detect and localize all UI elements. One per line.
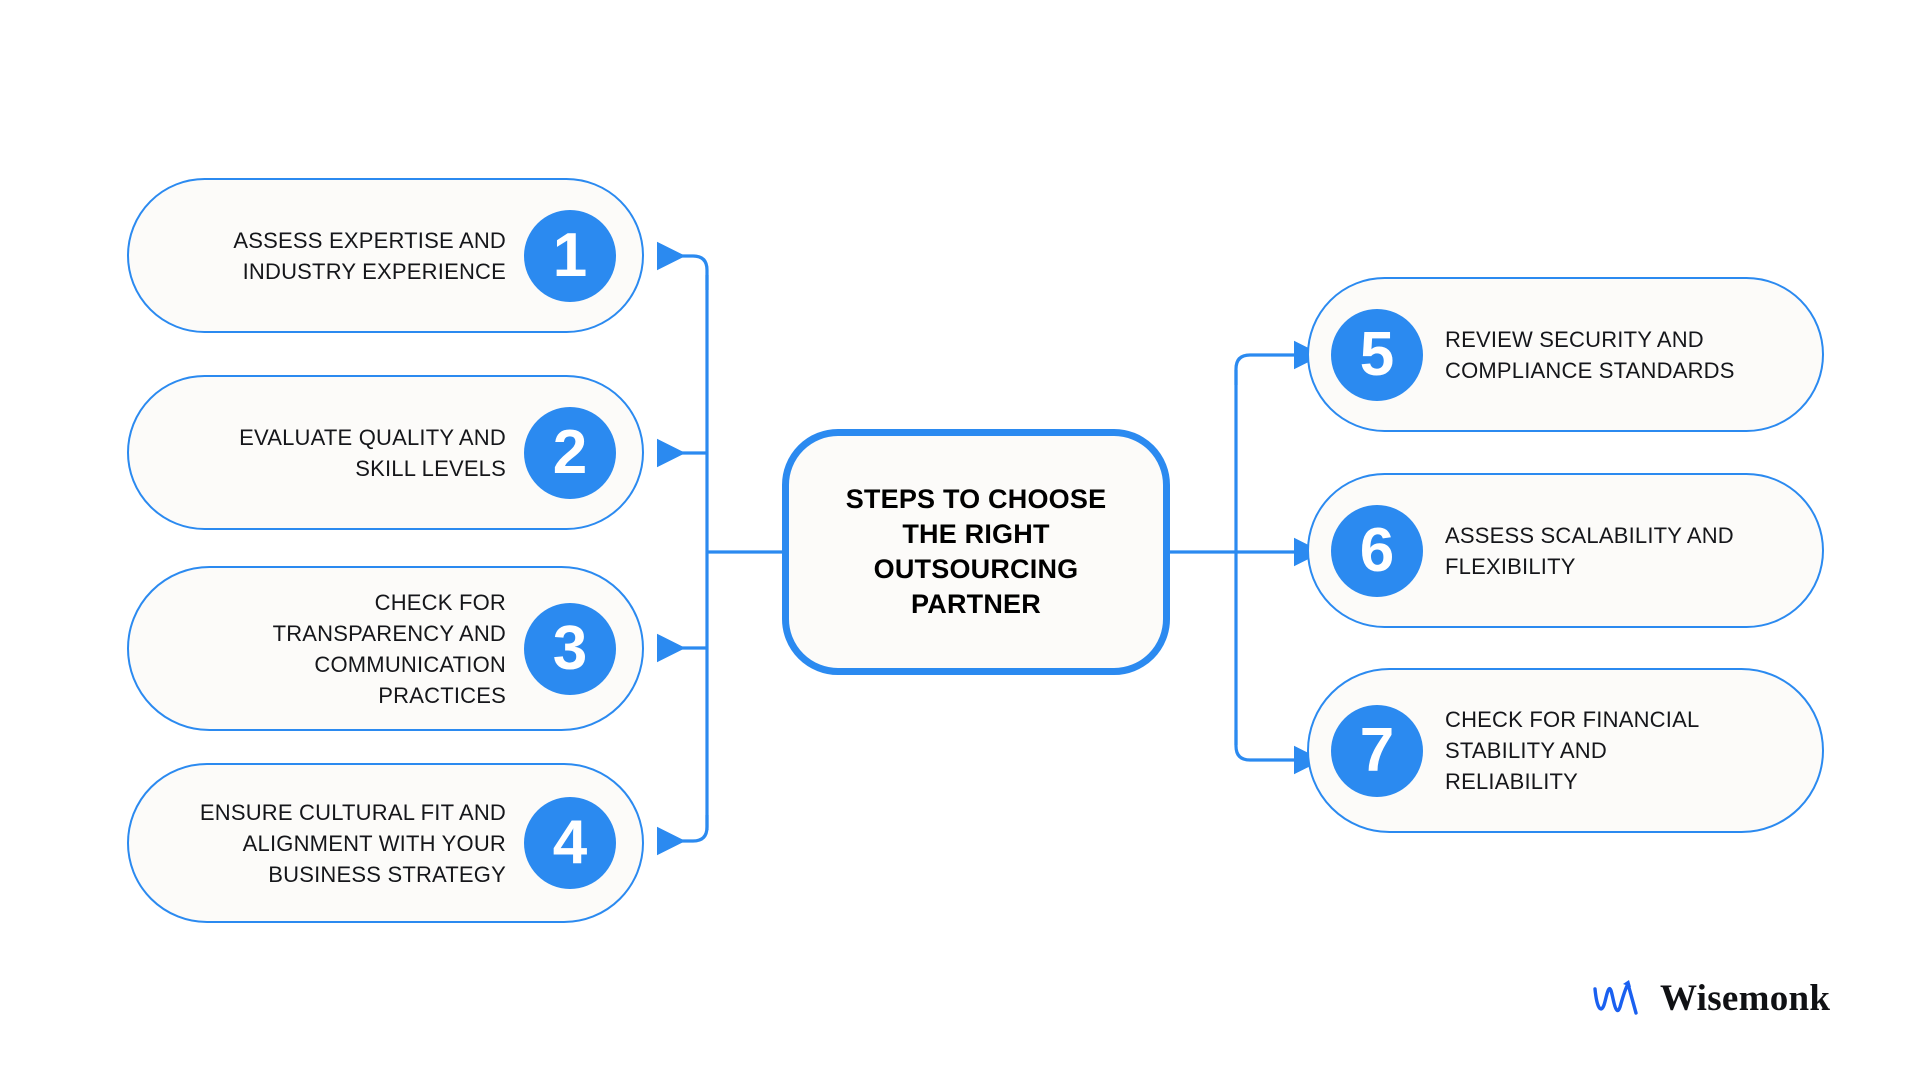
step-card-7[interactable]: 7 CHECK FOR FINANCIAL STABILITY AND RELI… [1307,668,1824,833]
step-card-4[interactable]: ENSURE CULTURAL FIT AND ALIGNMENT WITH Y… [127,763,644,923]
step-card-5[interactable]: 5 REVIEW SECURITY AND COMPLIANCE STANDAR… [1307,277,1824,432]
step-card-3-label: CHECK FOR TRANSPARENCY AND COMMUNICATION… [272,589,506,708]
step-card-1[interactable]: ASSESS EXPERTISE AND INDUSTRY EXPERIENCE… [127,178,644,333]
step-number-badge-7: 7 [1331,704,1423,797]
step-card-2-label: EVALUATE QUALITY AND SKILL LEVELS [239,424,506,481]
wisemonk-arrow-logo-icon [1593,980,1638,1015]
connector-to-step-4 [656,815,709,856]
center-topic-node[interactable]: STEPS TO CHOOSE THE RIGHT OUTSOURCING PA… [782,429,1170,675]
center-topic-title: STEPS TO CHOOSE THE RIGHT OUTSOURCING PA… [845,484,1107,619]
step-card-6-label: ASSESS SCALABILITY AND FLEXIBILITY [1445,522,1734,579]
step-card-1-label: ASSESS EXPERTISE AND INDUSTRY EXPERIENCE [233,227,506,284]
step-number-badge-4: 4 [524,797,616,889]
step-number-badge-5: 5 [1331,308,1423,401]
step-card-7-label: CHECK FOR FINANCIAL STABILITY AND RELIAB… [1445,707,1700,794]
brand-name: Wisemonk [1660,977,1831,1019]
brand-logo: Wisemonk [1592,975,1830,1021]
step-number-badge-2: 2 [524,406,616,499]
connector-to-step-5 [1234,340,1323,385]
step-card-6[interactable]: 6 ASSESS SCALABILITY AND FLEXIBILITY [1307,473,1824,628]
step-card-3[interactable]: CHECK FOR TRANSPARENCY AND COMMUNICATION… [127,566,644,731]
step-card-4-label: ENSURE CULTURAL FIT AND ALIGNMENT WITH Y… [199,799,506,887]
connector-to-step-7 [1234,730,1323,775]
step-number-badge-3: 3 [524,602,616,695]
step-card-2[interactable]: EVALUATE QUALITY AND SKILL LEVELS 2 [127,375,644,530]
step-number-badge-1: 1 [524,209,616,302]
step-number-badge-6: 6 [1331,504,1423,597]
step-card-5-label: REVIEW SECURITY AND COMPLIANCE STANDARDS [1445,326,1735,383]
connector-to-step-1 [656,241,709,290]
